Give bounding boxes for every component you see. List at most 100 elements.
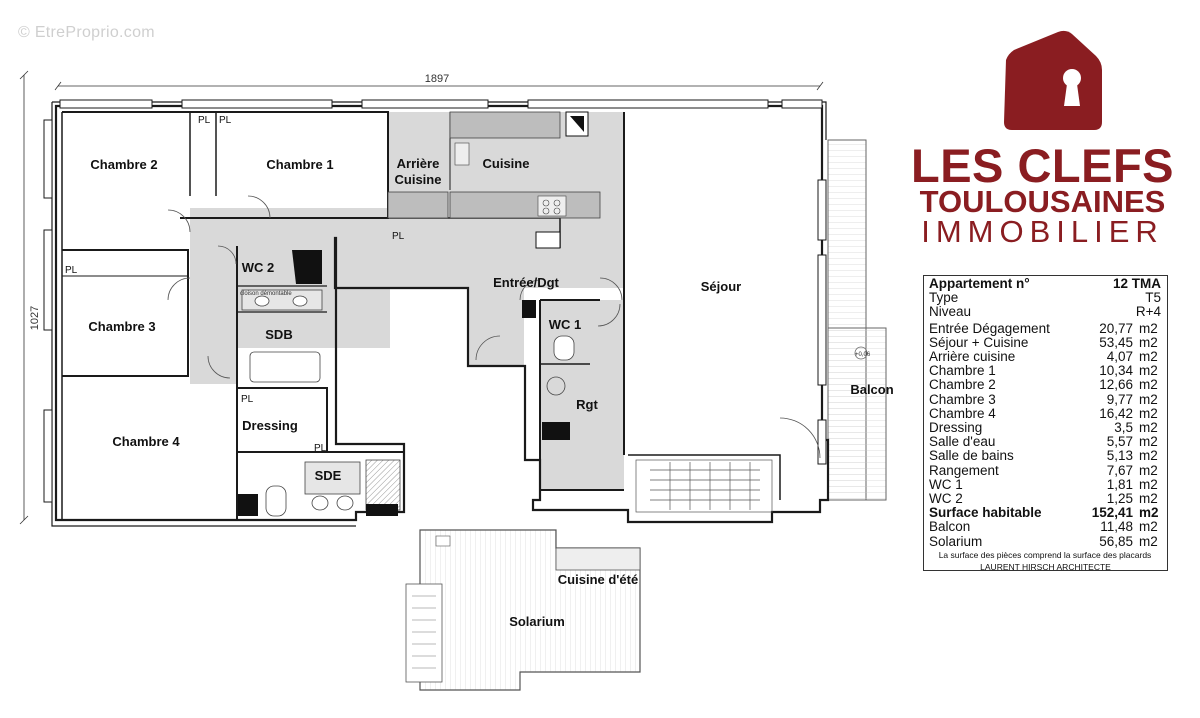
row-label: Salle d'eau (929, 434, 996, 450)
table-row: Salle d'eau 5,57 m2 (929, 435, 1161, 449)
dimension-width-label: 1897 (425, 73, 449, 85)
brand-line-1: LES CLEFS (910, 139, 1175, 192)
total-unit: m2 (1139, 505, 1159, 521)
windows (43, 99, 827, 503)
pl-label: PL (392, 231, 405, 242)
pl-label: PL (314, 443, 327, 454)
row-label: Arrière cuisine (929, 349, 1016, 365)
row-value: 53,45 (1099, 334, 1133, 350)
row-value: 11,48 (1100, 519, 1133, 535)
room-cuisine: Cuisine (483, 156, 530, 171)
row-value: 10,34 (1099, 363, 1133, 379)
room-wc-1: WC 1 (549, 317, 582, 332)
room-solarium: Solarium (509, 614, 565, 629)
row-value: 1,25 (1106, 491, 1133, 507)
total-label: Surface habitable (929, 505, 1042, 521)
room-dressing: Dressing (242, 418, 298, 433)
grey-areas (190, 112, 625, 490)
surface-table: Appartement n° 12 TMA Type T5 Niveau R+4… (923, 275, 1168, 571)
table-level-row: Niveau R+4 (929, 305, 1161, 319)
row-label: Séjour + Cuisine (929, 334, 1029, 350)
room-chambre-4: Chambre 4 (112, 434, 180, 449)
room-sdb: SDB (265, 327, 292, 342)
row-unit: m2 (1139, 491, 1158, 507)
row-label: Chambre 3 (929, 391, 996, 407)
room-chambre-3: Chambre 3 (88, 319, 155, 334)
room-balcon: Balcon (850, 382, 893, 397)
bathroom-fixtures (238, 250, 575, 517)
apartment-label: Appartement n° (929, 276, 1030, 291)
type-value: T5 (1145, 290, 1161, 306)
apartment-number: 12 TMA (1112, 276, 1161, 291)
pl-label: PL (198, 115, 211, 126)
cloison-label: cloison démontable (240, 291, 292, 297)
pl-label: PL (241, 394, 254, 405)
table-row: WC 2 1,25 m2 (929, 491, 1161, 507)
pl-label: PL (65, 265, 78, 276)
room-cuisine-ete: Cuisine d'été (558, 572, 638, 587)
room-rgt: Rgt (576, 397, 598, 412)
row-unit: m2 (1139, 334, 1158, 350)
room-chambre-1: Chambre 1 (266, 157, 333, 172)
balcony: +0,06 Balcon (827, 139, 894, 501)
room-arriere-cuisine-line1: Arrière (397, 156, 440, 171)
architect-label: LAURENT HIRSCH ARCHITECTE (980, 562, 1111, 572)
row-value: 12,66 (1099, 377, 1133, 393)
watermark: © EtreProprio.com (18, 24, 155, 41)
table-row: Salle de bains 5,13 m2 (929, 449, 1161, 463)
total-value: 152,41 (1091, 505, 1133, 521)
type-label: Type (929, 290, 959, 306)
brand-line-2: TOULOUSAINES (919, 184, 1166, 219)
row-value: 1,81 (1106, 476, 1133, 492)
room-wc-2: WC 2 (242, 260, 275, 275)
row-unit: m2 (1139, 377, 1158, 393)
row-unit: m2 (1139, 349, 1158, 365)
row-label: WC 2 (929, 491, 963, 507)
level-marker: +0,06 (855, 352, 871, 358)
level-label: Niveau (929, 304, 972, 320)
row-unit: m2 (1139, 434, 1158, 450)
room-sde: SDE (315, 468, 342, 483)
dimension-width: 1897 (54, 73, 824, 91)
row-unit: m2 (1139, 391, 1158, 407)
row-value: 7,67 (1106, 462, 1133, 478)
row-unit: m2 (1139, 519, 1158, 535)
pl-label: PL (219, 115, 232, 126)
row-label: Chambre 4 (929, 405, 996, 421)
row-label: Entrée Dégagement (929, 320, 1050, 336)
row-label: WC 1 (929, 476, 963, 492)
row-unit: m2 (1139, 462, 1158, 478)
kitchen-fixtures (387, 111, 601, 249)
row-unit: m2 (1139, 363, 1158, 379)
row-value: 5,13 (1106, 448, 1133, 464)
row-label: Dressing (929, 420, 983, 436)
table-row: WC 1 1,81 m2 (929, 476, 1161, 492)
solarium: Cuisine d'été Solarium (405, 529, 641, 691)
row-label: Balcon (929, 519, 971, 535)
room-sejour: Séjour (701, 279, 741, 294)
doors (167, 195, 821, 459)
table-row: Chambre 1 10,34 m2 (929, 364, 1161, 378)
row-value: 5,57 (1106, 434, 1133, 450)
row-label: Salle de bains (929, 448, 1014, 464)
dimension-height: 1027 (19, 70, 41, 525)
table-type-row: Type T5 (929, 291, 1161, 305)
row-unit: m2 (1139, 448, 1158, 464)
placard-labels: PL PL PL PL PL PL cloison démontable (65, 115, 405, 454)
brand-logo (1004, 30, 1102, 130)
room-chambre-2: Chambre 2 (90, 157, 157, 172)
row-unit: m2 (1139, 533, 1158, 549)
row-unit: m2 (1139, 320, 1158, 336)
row-unit: m2 (1139, 476, 1158, 492)
row-label: Chambre 1 (929, 363, 996, 379)
row-unit: m2 (1139, 420, 1158, 436)
